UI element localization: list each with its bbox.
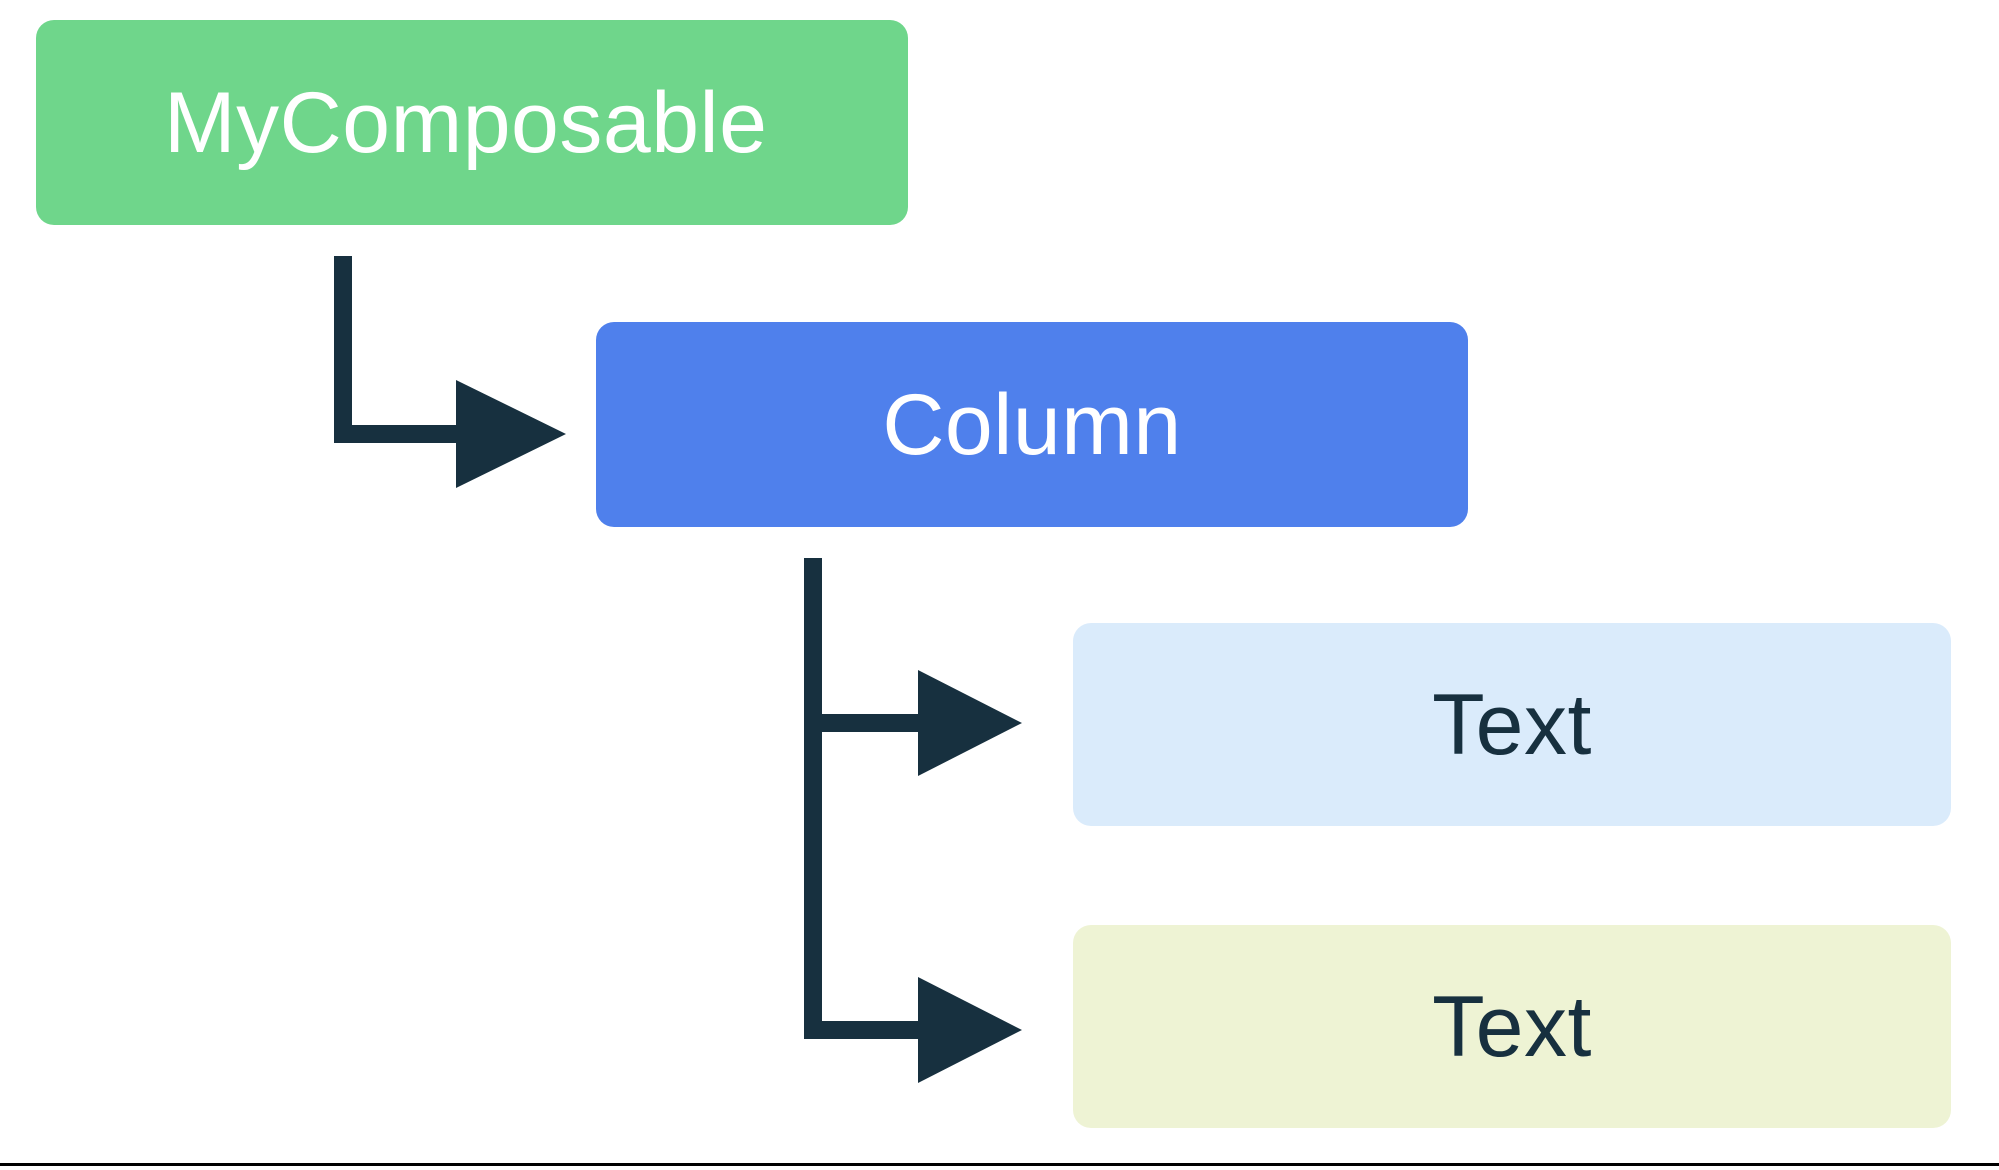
node-text-2[interactable]: Text [1073,925,1951,1128]
node-text-2-label: Text [1432,978,1592,1075]
edge-column-text-2 [804,723,1022,1083]
baseline-rule [0,1163,1999,1166]
node-text-1[interactable]: Text [1073,623,1951,826]
arrowhead-icon [918,670,1022,776]
arrowhead-icon [456,380,566,488]
node-mycomposable-label: MyComposable [164,74,768,171]
node-column-label: Column [882,376,1182,473]
edge-column-text-1 [804,558,1022,776]
node-column[interactable]: Column [596,322,1468,527]
edge-mycomposable-column [334,256,566,488]
arrowhead-icon [918,977,1022,1083]
node-mycomposable[interactable]: MyComposable [36,20,908,225]
node-text-1-label: Text [1432,676,1592,773]
